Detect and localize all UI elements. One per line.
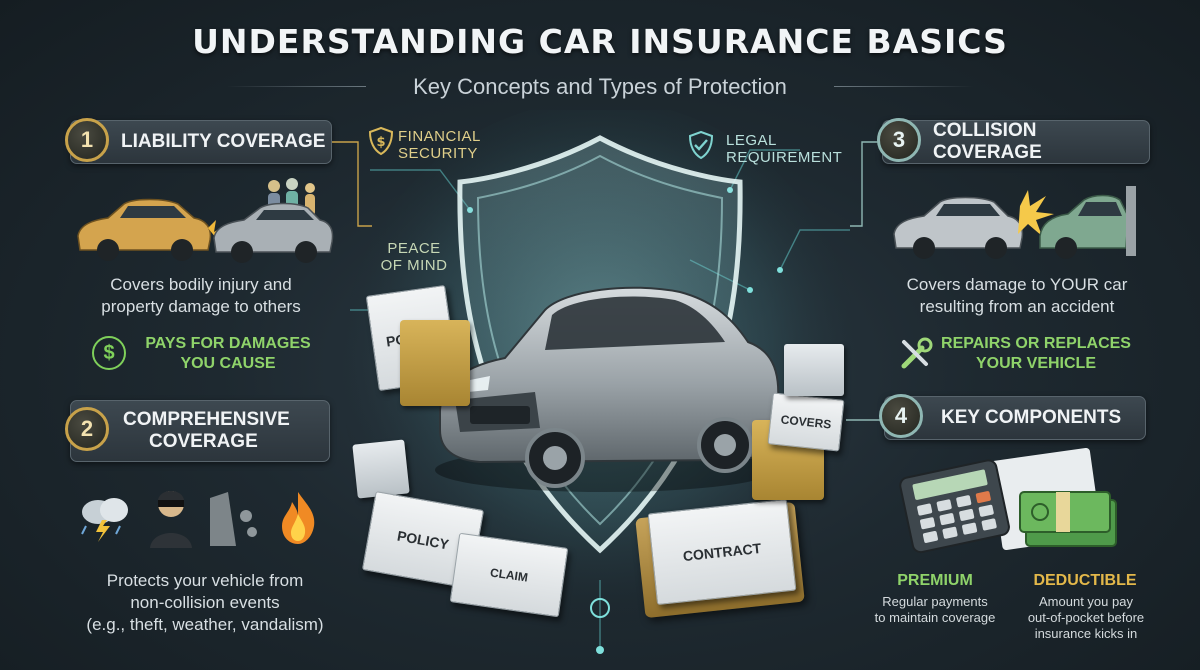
document-stack-icon-right	[784, 344, 844, 396]
liability-benefit-line2: YOU CAUSE	[180, 355, 276, 372]
collision-benefit-line2: YOUR VEHICLE	[975, 355, 1096, 372]
financial-security-label-line1: FINANCIAL	[398, 128, 481, 145]
liability-coverage-title: LIABILITY COVERAGE	[121, 131, 326, 152]
liability-benefit: PAYS FOR DAMAGES YOU CAUSE	[138, 334, 318, 374]
claim-document: CLAIM	[449, 532, 569, 618]
subtitle-divider-left	[226, 86, 366, 87]
liability-desc-line2: property damage to others	[101, 297, 301, 316]
cash-stack-icon	[1019, 491, 1117, 547]
deductible-desc-line3: insurance kicks in	[1034, 626, 1138, 641]
shield-dollar-icon: $	[368, 126, 394, 156]
financial-security-label-line2: SECURITY	[398, 145, 478, 162]
legal-requirement-label-line1: LEGAL	[726, 132, 777, 149]
section-number-badge: 4	[879, 394, 923, 438]
peace-of-mind-tag: PEACE OF MIND	[374, 240, 454, 274]
page-subtitle: Key Concepts and Types of Protection	[413, 74, 787, 99]
comprehensive-coverage-header: 2 COMPREHENSIVE COVERAGE	[65, 400, 330, 462]
contract-document: CONTRACT	[647, 498, 797, 606]
key-components-title: KEY COMPONENTS	[941, 407, 1122, 428]
comprehensive-description: Protects your vehicle from non-collision…	[60, 570, 350, 636]
comprehensive-desc-line1: Protects your vehicle from	[106, 571, 304, 590]
comprehensive-desc-line2: non-collision events	[130, 593, 280, 612]
deductible-label: DEDUCTIBLE	[1033, 572, 1137, 589]
thief-icon	[150, 491, 192, 548]
collision-benefit-line1: REPAIRS OR REPLACES	[941, 335, 1131, 352]
collision-desc-line2: resulting from an accident	[919, 297, 1115, 316]
svg-text:$: $	[376, 135, 385, 150]
calculator-money-illustration	[899, 448, 1117, 554]
subtitle-divider-right	[834, 86, 974, 87]
comprehensive-desc-line3: (e.g., theft, weather, vandalism)	[86, 615, 324, 634]
premium-desc-line1: Regular payments	[882, 594, 988, 609]
liability-coverage-header: 1 LIABILITY COVERAGE	[65, 118, 332, 164]
key-components-header: 4 KEY COMPONENTS	[879, 394, 1146, 440]
fire-icon	[282, 492, 315, 544]
peace-of-mind-label-line2: OF MIND	[380, 257, 448, 274]
storm-cloud-icon	[81, 498, 128, 542]
premium-label: PREMIUM	[897, 572, 973, 589]
liability-description: Covers bodily injury and property damage…	[70, 274, 332, 318]
collision-coverage-title: COLLISION COVERAGE	[933, 120, 1042, 163]
deductible-desc-line2: out-of-pocket before	[1027, 610, 1145, 625]
shield-check-icon	[688, 130, 714, 160]
dollar-coin-icon: $	[92, 336, 126, 370]
deductible-desc-line1: Amount you pay	[1039, 594, 1133, 609]
peace-of-mind-label-line1: PEACE	[387, 240, 441, 257]
section-number-badge: 3	[877, 118, 921, 162]
collision-benefit: REPAIRS OR REPLACES YOUR VEHICLE	[936, 334, 1136, 374]
premium-description: Regular payments to maintain coverage	[860, 594, 1010, 626]
covers-document: COVERS	[767, 392, 845, 452]
document-stack-icon	[352, 439, 410, 499]
collision-desc-line1: Covers damage to YOUR car	[906, 275, 1128, 294]
legal-requirement-label-line2: REQUIREMENT	[726, 149, 843, 166]
connector-line	[332, 141, 372, 227]
collision-cars-illustration	[893, 186, 1136, 259]
wrench-screwdriver-icon	[901, 337, 933, 369]
comprehensive-title-line2: COVERAGE	[149, 431, 258, 452]
premium-desc-line2: to maintain coverage	[874, 610, 996, 625]
collision-description: Covers damage to YOUR car resulting from…	[872, 274, 1162, 318]
liability-desc-line1: Covers bodily injury and	[110, 275, 292, 294]
collision-coverage-header: 3 COLLISION COVERAGE	[877, 118, 1150, 164]
connector-line	[850, 141, 886, 227]
liability-benefit-line1: PAYS FOR DAMAGES	[145, 335, 311, 352]
folder-icon	[400, 320, 470, 406]
section-number-badge: 2	[65, 407, 109, 451]
comprehensive-title-line1: COMPREHENSIVE	[123, 409, 290, 430]
section-number-badge: 1	[65, 118, 109, 162]
deductible-description: Amount you pay out-of-pocket before insu…	[1012, 594, 1160, 642]
falling-rock-icon	[210, 492, 257, 546]
comprehensive-events-icons	[76, 486, 336, 552]
page-title: UNDERSTANDING CAR INSURANCE BASICS	[192, 22, 1008, 61]
liability-cars-illustration	[77, 178, 334, 263]
